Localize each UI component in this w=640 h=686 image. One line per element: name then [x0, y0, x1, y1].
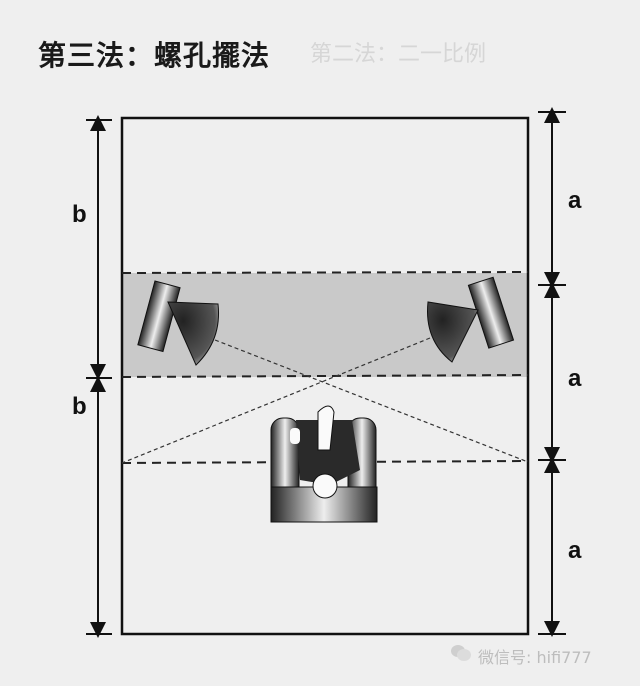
right-speaker-axis [121, 337, 431, 464]
left-dimension-b1 [86, 115, 112, 380]
dimension-label-a3: a [568, 537, 582, 564]
dimension-label-b2: b [72, 393, 87, 420]
bleed-through-text: 第二法：二一比例 [310, 42, 487, 67]
wechat-icon [451, 645, 471, 661]
dimension-label-a1: a [568, 187, 582, 214]
diagram-title: 第三法：螺孔擺法 [38, 39, 271, 72]
left-dimension-b2 [86, 376, 112, 638]
band-top-line [121, 271, 529, 274]
listener-chair-icon [270, 405, 378, 523]
watermark: 微信号: hifi777 [478, 648, 592, 667]
dimension-label-a2: a [568, 365, 582, 392]
band-bottom-line [121, 374, 529, 378]
right-dimension-a2 [538, 282, 566, 463]
left-speaker-icon [137, 280, 220, 366]
right-dimension-a1 [538, 107, 566, 288]
right-dimension-a3 [538, 457, 566, 637]
dimension-label-b1: b [72, 201, 87, 228]
right-speaker-icon [427, 276, 515, 363]
